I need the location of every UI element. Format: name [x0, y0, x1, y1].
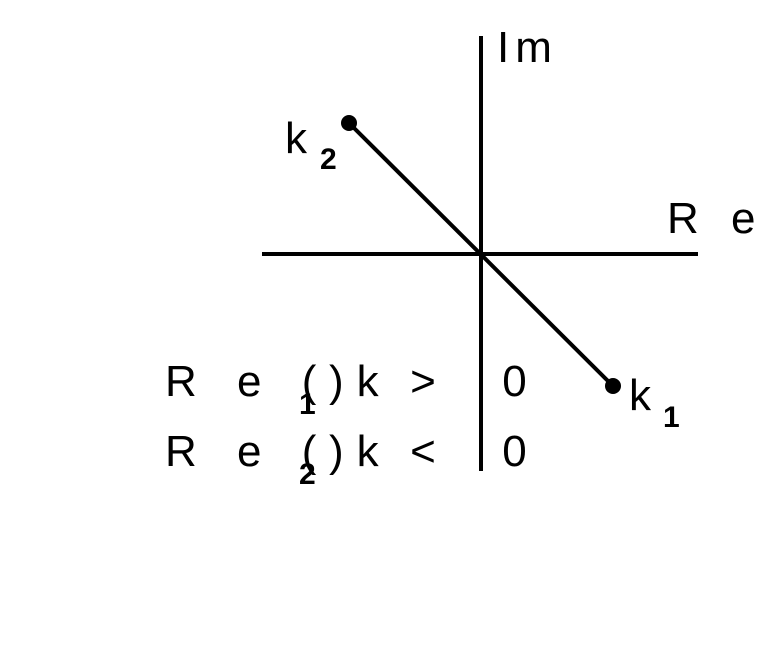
label-k2-base: k — [285, 114, 321, 163]
condition-1: R e ( k 1 ) > 0 — [165, 357, 541, 421]
condition-1-prefix: R e ( k — [165, 357, 393, 406]
label-k1: k 1 — [629, 371, 680, 434]
real-axis-label: R e — [667, 194, 761, 243]
condition-2-sub: 2 — [299, 458, 316, 491]
condition-2: R e ( k 2 ) < 0 — [165, 427, 541, 491]
imag-axis-label: Im — [497, 23, 558, 72]
label-k1-base: k — [629, 371, 665, 420]
k-segment — [347, 121, 615, 388]
condition-2-prefix: R e ( k — [165, 427, 393, 476]
label-k2: k 2 — [285, 114, 337, 176]
point-k2 — [341, 115, 357, 131]
condition-1-sub: 1 — [299, 388, 316, 421]
label-k2-sub: 2 — [320, 143, 337, 176]
point-k1 — [605, 378, 621, 394]
label-k1-sub: 1 — [663, 401, 680, 434]
condition-2-suffix: ) < 0 — [329, 427, 541, 476]
condition-1-suffix: ) > 0 — [329, 357, 541, 406]
